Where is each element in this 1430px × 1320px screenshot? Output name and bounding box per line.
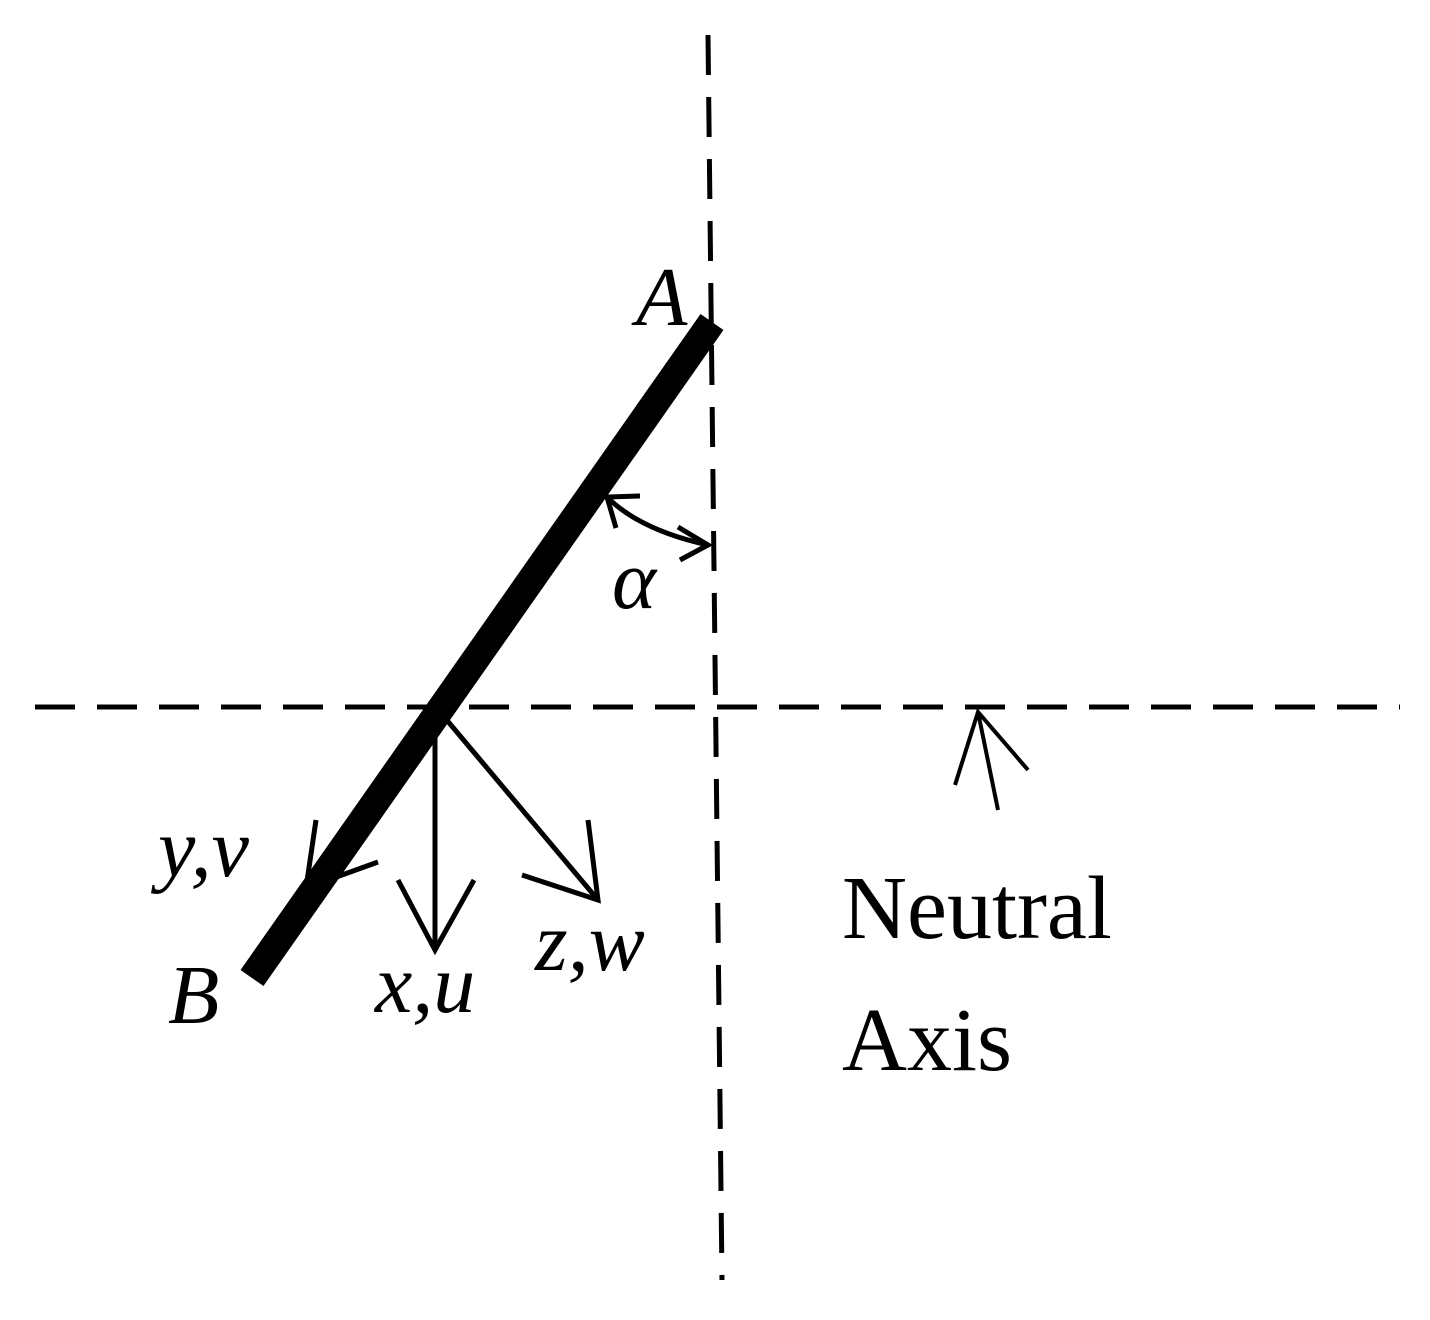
- x-u-axis-label: x,u: [373, 938, 475, 1031]
- alpha-angle-arc: [603, 493, 714, 563]
- vertical-reference-line: [705, 34, 725, 1281]
- neutral-axis-label-line2: Axis: [842, 991, 1012, 1090]
- y-v-axis-label: y,v: [150, 802, 250, 895]
- alpha-label: α: [612, 534, 658, 627]
- z-axis-arrow: [438, 710, 601, 904]
- point-a-label: A: [631, 251, 688, 344]
- neutral-axis-label-line1: Neutral: [842, 859, 1112, 958]
- x-axis-arrow: [395, 712, 477, 956]
- point-b-label: B: [168, 949, 219, 1042]
- beam-segment-ab: [240, 313, 724, 987]
- neutral-axis-pointer-arrow: [953, 707, 1030, 811]
- z-w-axis-label: z,w: [534, 896, 645, 989]
- y-axis-arrowhead: [302, 819, 379, 892]
